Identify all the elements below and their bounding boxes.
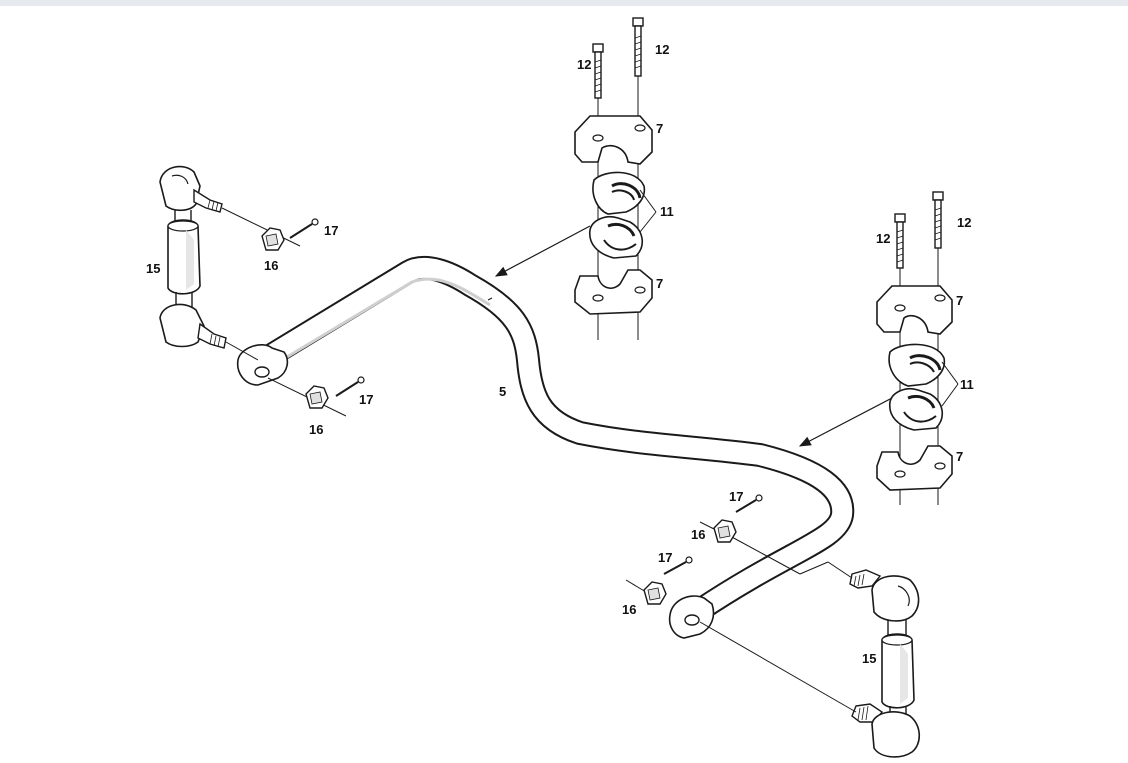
split-pin-right-lower	[663, 556, 693, 575]
callout-7-right-upper: 7	[956, 293, 964, 308]
clamp-center-upper	[574, 115, 653, 165]
callout-7-center-upper: 7	[656, 121, 664, 136]
center-mount-stack	[494, 17, 657, 340]
nut-right-upper	[713, 519, 737, 543]
bolt-right-right	[932, 191, 944, 249]
bushing-center-upper	[592, 171, 646, 215]
callout-17-left-lower: 17	[359, 392, 374, 407]
bolt-center-left	[592, 43, 604, 99]
nut-right-lower	[643, 581, 667, 605]
bushing-center-lower	[589, 215, 643, 259]
right-drop-link	[849, 569, 921, 758]
split-pin-left-lower	[335, 376, 365, 397]
clamp-right-upper	[876, 285, 953, 335]
callout-11-center: 11	[660, 204, 674, 219]
callout-12-center-right: 12	[655, 42, 670, 57]
callout-16-left-lower: 16	[309, 422, 324, 437]
callout-7-center-lower: 7	[656, 276, 664, 291]
bushing-right-lower	[889, 387, 943, 431]
split-pin-left-upper	[289, 218, 319, 239]
callout-15-right: 15	[862, 651, 877, 666]
left-drop-link	[159, 165, 227, 349]
bolt-right-left	[894, 213, 906, 269]
callout-16-right-lower: 16	[622, 602, 637, 617]
right-mount-stack	[798, 191, 959, 505]
nut-left-lower	[305, 385, 329, 409]
callout-12-right-left: 12	[876, 231, 891, 246]
callout-17-right-upper: 17	[729, 489, 744, 504]
callout-17-left-upper: 17	[324, 223, 339, 238]
callout-7-right-lower: 7	[956, 449, 964, 464]
callout-5-stabilizer-bar: 5	[499, 384, 507, 399]
callout-12-right-right: 12	[957, 215, 972, 230]
top-strip	[0, 0, 1128, 6]
clamp-right-lower	[876, 445, 953, 491]
callout-12-center-left: 12	[577, 57, 592, 72]
bar-eye-left	[236, 344, 289, 386]
callout-15-left: 15	[146, 261, 161, 276]
stabilizer-bar	[243, 256, 855, 622]
split-pin-right-upper	[735, 494, 763, 513]
clamp-center-lower	[574, 269, 653, 315]
callout-16-left-upper: 16	[264, 258, 279, 273]
nut-left-upper	[261, 227, 285, 251]
callout-11-right: 11	[960, 377, 974, 392]
bushing-right-upper	[888, 343, 946, 387]
bar-eye-right	[668, 595, 715, 639]
bolt-center-right	[632, 17, 644, 77]
callout-16-right-upper: 16	[691, 527, 706, 542]
callout-17-right-lower: 17	[658, 550, 673, 565]
